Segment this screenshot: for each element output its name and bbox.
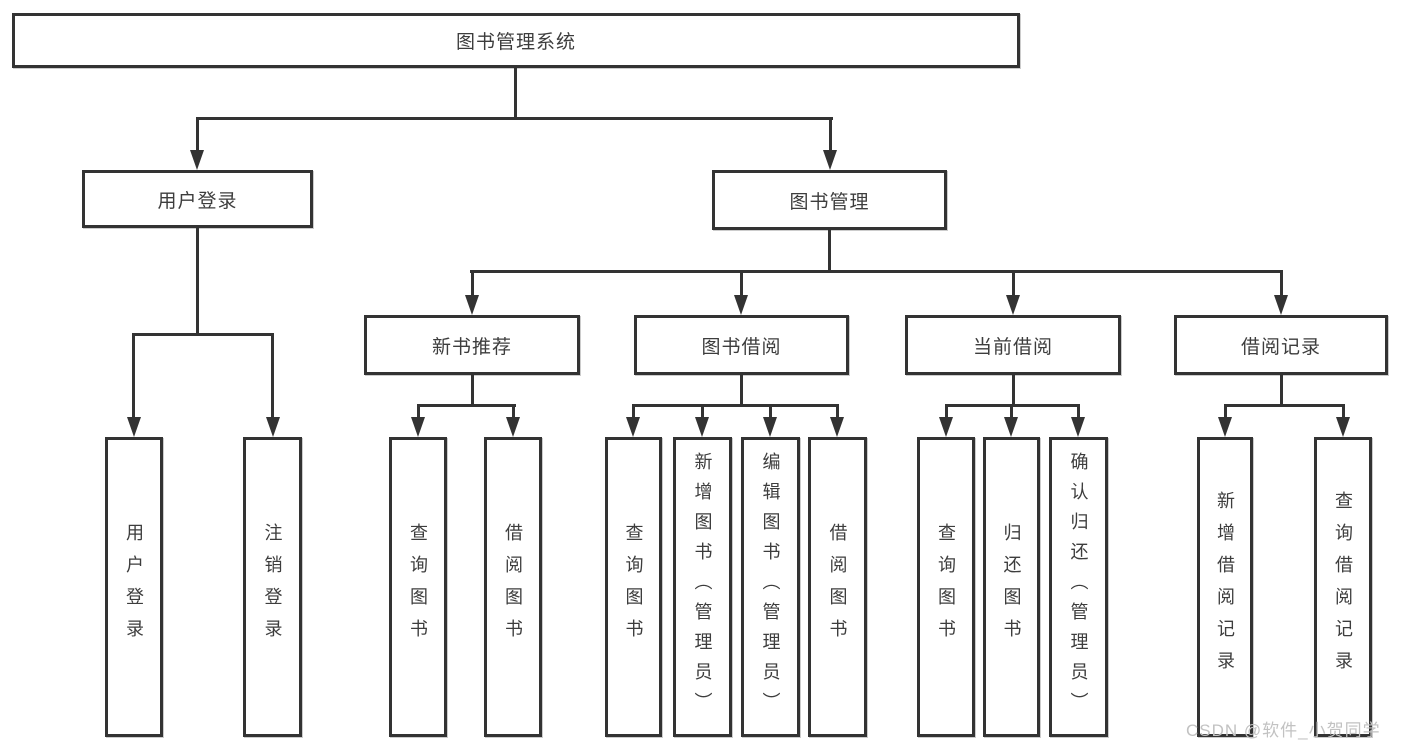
leaf-borrow-books: 借阅图书 xyxy=(808,437,867,737)
leaf-user-login: 用户登录 xyxy=(105,437,163,737)
connector-group-stem xyxy=(1280,373,1283,407)
arrow-to-leaf xyxy=(1071,417,1085,437)
node-book-borrow-label: 图书借阅 xyxy=(701,336,782,358)
arrow-to-borrow-records xyxy=(1274,295,1288,315)
connector-drop-book-mgmt xyxy=(829,117,832,154)
leaf-add-books-admin-label: 新增图书（管理员） xyxy=(692,452,713,722)
connector-drop-current-borrow xyxy=(1012,270,1015,297)
arrow-to-leaf xyxy=(411,417,425,437)
connector-drop-new-books xyxy=(471,270,474,297)
leaf-return-books-label: 归还图书 xyxy=(1001,523,1022,651)
connector-drop-borrow-records xyxy=(1280,270,1283,297)
connector-user-login-bus xyxy=(132,333,274,336)
node-borrow-records: 借阅记录 xyxy=(1174,315,1388,375)
leaf-borrow-books-label: 借阅图书 xyxy=(503,523,523,651)
connector-group-stem xyxy=(471,373,474,407)
leaf-query-books: 查询图书 xyxy=(389,437,447,737)
node-user-login: 用户登录 xyxy=(82,170,313,228)
node-new-books-label: 新书推荐 xyxy=(431,336,512,358)
arrow-to-leaf xyxy=(1336,417,1350,437)
connector-drop-leaf xyxy=(132,333,135,417)
connector-drop-book-borrow xyxy=(740,270,743,297)
leaf-add-borrow-record-label: 新增借阅记录 xyxy=(1215,491,1235,683)
leaf-query-books: 查询图书 xyxy=(917,437,975,737)
arrow-to-leaf xyxy=(763,417,777,437)
connector-drop-user-login xyxy=(196,117,199,154)
connector-drop-leaf xyxy=(1224,404,1227,418)
connector-drop-leaf xyxy=(1010,404,1013,418)
leaf-logout-label: 注销登录 xyxy=(262,523,283,651)
connector-drop-leaf xyxy=(632,404,635,418)
leaf-return-books: 归还图书 xyxy=(983,437,1040,737)
connector-root-bus xyxy=(196,117,833,120)
arrow-to-book-mgmt xyxy=(823,150,837,170)
node-root-label: 图书管理系统 xyxy=(455,32,576,53)
connector-drop-leaf xyxy=(769,404,772,418)
arrow-to-leaf xyxy=(939,417,953,437)
node-new-books: 新书推荐 xyxy=(364,315,580,375)
connector-group-bus xyxy=(632,404,838,407)
connector-book-mgmt-stem xyxy=(828,229,831,273)
arrow-to-leaf xyxy=(1004,417,1018,437)
arrow-to-leaf xyxy=(1218,417,1232,437)
node-current-borrow-label: 当前借阅 xyxy=(972,336,1053,358)
arrow-to-leaf xyxy=(127,417,141,437)
node-user-login-label: 用户登录 xyxy=(157,190,238,212)
leaf-borrow-books-label: 借阅图书 xyxy=(827,523,848,651)
arrow-to-new-books xyxy=(465,295,479,315)
leaf-confirm-return-admin-label: 确认归还（管理员） xyxy=(1068,452,1089,722)
connector-group-bus xyxy=(417,404,516,407)
node-current-borrow: 当前借阅 xyxy=(905,315,1121,375)
connector-group-stem xyxy=(1012,373,1015,407)
arrow-to-leaf xyxy=(626,417,640,437)
node-root: 图书管理系统 xyxy=(12,13,1020,68)
connector-drop-leaf xyxy=(701,404,704,418)
connector-user-login-stem xyxy=(196,227,199,336)
leaf-edit-books-admin: 编辑图书（管理员） xyxy=(741,437,800,737)
connector-group-bus xyxy=(1224,404,1344,407)
node-book-mgmt-label: 图书管理 xyxy=(789,191,870,213)
csdn-watermark: CSDN @软件_小贺同学 xyxy=(1186,721,1381,740)
arrow-to-current-borrow xyxy=(1006,295,1020,315)
node-book-borrow: 图书借阅 xyxy=(634,315,849,375)
leaf-query-borrow-record: 查询借阅记录 xyxy=(1314,437,1372,737)
connector-drop-leaf xyxy=(836,404,839,418)
arrow-to-leaf xyxy=(695,417,709,437)
leaf-add-borrow-record: 新增借阅记录 xyxy=(1197,437,1253,737)
leaf-confirm-return-admin: 确认归还（管理员） xyxy=(1049,437,1108,737)
arrow-to-leaf xyxy=(266,417,280,437)
leaf-query-borrow-record-label: 查询借阅记录 xyxy=(1333,491,1353,683)
leaf-query-books-label: 查询图书 xyxy=(936,523,956,651)
leaf-edit-books-admin-label: 编辑图书（管理员） xyxy=(760,452,781,722)
leaf-add-books-admin: 新增图书（管理员） xyxy=(673,437,732,737)
connector-drop-leaf xyxy=(271,333,274,417)
node-book-mgmt: 图书管理 xyxy=(712,170,947,230)
leaf-logout: 注销登录 xyxy=(243,437,302,737)
connector-drop-leaf xyxy=(1342,404,1345,418)
leaf-query-books: 查询图书 xyxy=(605,437,662,737)
arrow-to-user-login xyxy=(190,150,204,170)
connector-group-stem xyxy=(740,373,743,407)
leaf-borrow-books: 借阅图书 xyxy=(484,437,542,737)
arrow-to-leaf xyxy=(506,417,520,437)
connector-drop-leaf xyxy=(417,404,420,418)
connector-drop-leaf xyxy=(945,404,948,418)
node-borrow-records-label: 借阅记录 xyxy=(1240,336,1321,358)
connector-book-mgmt-bus xyxy=(470,270,1282,273)
connector-root-stem xyxy=(514,66,517,119)
leaf-query-books-label: 查询图书 xyxy=(623,523,644,651)
arrow-to-leaf xyxy=(830,417,844,437)
arrow-to-book-borrow xyxy=(734,295,748,315)
leaf-user-login-label: 用户登录 xyxy=(124,523,144,651)
leaf-query-books-label: 查询图书 xyxy=(408,523,428,651)
connector-drop-leaf xyxy=(512,404,515,418)
connector-drop-leaf xyxy=(1077,404,1080,418)
